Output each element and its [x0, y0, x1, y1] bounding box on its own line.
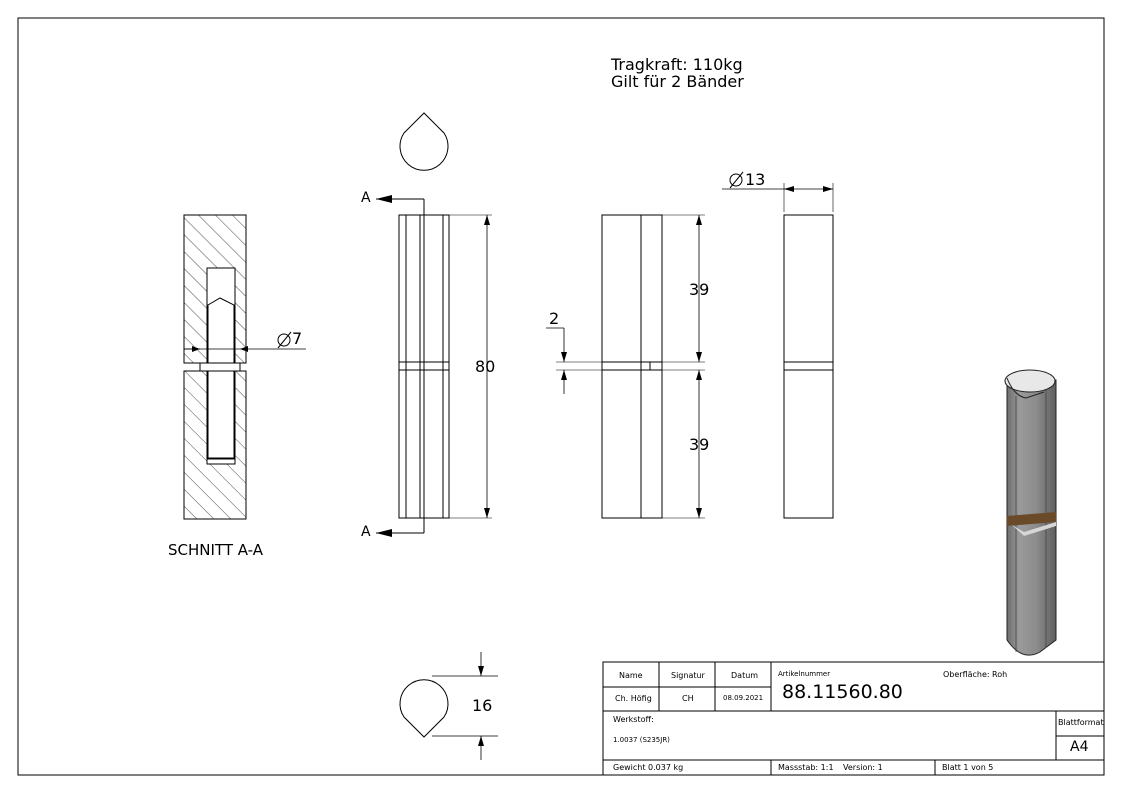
title-block-signatur-header: Signatur — [671, 671, 705, 680]
hinge-band — [1007, 512, 1056, 526]
title-block-datum-header: Datum — [731, 671, 759, 680]
load-capacity-note: Tragkraft: 110kg — [611, 55, 743, 74]
pin-diameter-label: 7 — [292, 329, 303, 348]
lower-half-length-label: 39 — [689, 435, 710, 454]
article-number: 88.11560.80 — [782, 681, 903, 703]
narrow-view — [722, 183, 834, 519]
title-block-oberflaeche-value: Roh — [992, 670, 1008, 679]
title-block-gewicht: Gewicht 0.037 kg — [613, 763, 684, 772]
title-block-artikel-label: Artikelnummer — [778, 670, 831, 678]
title-block-blattformat-label: Blattformat — [1058, 718, 1104, 727]
title-block-werkstoff-label: Werkstoff: — [613, 715, 654, 724]
hinge-3d-render — [1004, 369, 1057, 656]
top-end-view — [399, 112, 449, 171]
title-block-massstab: Massstab: 1:1 — [778, 763, 834, 772]
width-label: 16 — [472, 696, 493, 715]
section-marker-bottom: A — [361, 524, 371, 540]
width-dimension — [432, 652, 498, 760]
title-block-name: Ch. Höfig — [615, 694, 652, 703]
outer-diameter-label: 13 — [745, 170, 766, 189]
section-title: SCHNITT A-A — [168, 541, 264, 559]
title-block-version: Version: 1 — [843, 763, 883, 772]
applies-to-note: Gilt für 2 Bänder — [611, 72, 744, 91]
diameter-symbol-13 — [729, 171, 744, 189]
section-view — [183, 214, 306, 520]
upper-half-length-label: 39 — [689, 280, 710, 299]
section-pin — [207, 297, 235, 460]
section-marker-top: A — [361, 190, 371, 206]
title-block-blattformat-value: A4 — [1070, 739, 1089, 755]
title-block-oberflaeche-label: Oberfläche: — [943, 670, 990, 679]
diameter-symbol-7 — [277, 331, 292, 349]
title-block-name-header: Name — [619, 671, 643, 680]
frame-border — [17, 17, 1105, 776]
bottom-end-view — [399, 679, 449, 738]
title-block-datum: 08.09.2021 — [723, 694, 764, 702]
gap-label: 2 — [549, 309, 560, 328]
title-block-werkstoff-value: 1.0037 (S235JR) — [613, 736, 670, 744]
title-block-blatt: Blatt 1 von 5 — [942, 763, 994, 772]
side-view — [546, 214, 705, 519]
title-block-grid — [602, 661, 1105, 776]
length-label: 80 — [475, 357, 496, 376]
title-block-signatur: CH — [682, 694, 694, 703]
front-view — [376, 195, 492, 537]
